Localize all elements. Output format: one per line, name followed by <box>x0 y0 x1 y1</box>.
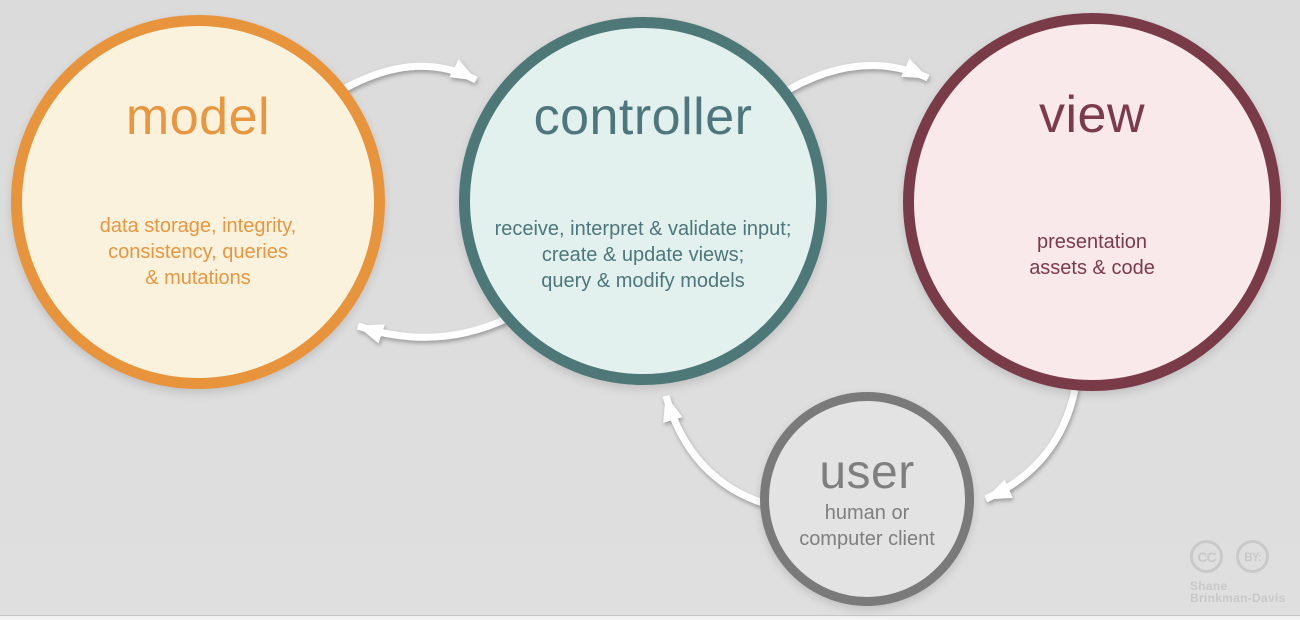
model-node: model data storage, integrity, consisten… <box>11 15 385 389</box>
cc-by-icon: BY: <box>1236 540 1269 573</box>
cc-attribution: CC BY: Shane Brinkman-Davis <box>1190 540 1286 604</box>
user-node: user human or computer client <box>760 392 974 606</box>
arrow-controller-to-model <box>356 314 510 344</box>
controller-node: controller receive, interpret & validate… <box>459 17 827 385</box>
cc-by-icon-label: BY: <box>1244 549 1262 564</box>
author-name-line2: Brinkman-Davis <box>1190 591 1286 605</box>
model-title: model <box>125 88 271 146</box>
user-title: user <box>819 446 915 499</box>
window-bottom-edge <box>0 615 1300 620</box>
arrow-user-to-controller <box>662 395 768 508</box>
cc-icon-label: CC <box>1197 548 1216 565</box>
arrow-controller-to-view <box>776 58 930 99</box>
author-name: Shane Brinkman-Davis <box>1190 580 1286 604</box>
view-node: view presentation assets & code <box>903 13 1281 391</box>
cc-icon: CC <box>1190 540 1223 573</box>
controller-description: receive, interpret & validate input; cre… <box>494 218 792 292</box>
model-description: data storage, integrity, consistency, qu… <box>99 215 297 289</box>
user-description: human or computer client <box>799 502 935 550</box>
controller-title: controller <box>533 88 753 146</box>
author-name-line1: Shane <box>1190 579 1228 593</box>
arrow-view-to-user <box>984 369 1082 503</box>
view-title: view <box>1038 86 1146 144</box>
arrow-model-to-controller <box>330 59 478 99</box>
view-description: presentation assets & code <box>1029 231 1155 279</box>
cc-badges: CC BY: <box>1190 540 1286 573</box>
